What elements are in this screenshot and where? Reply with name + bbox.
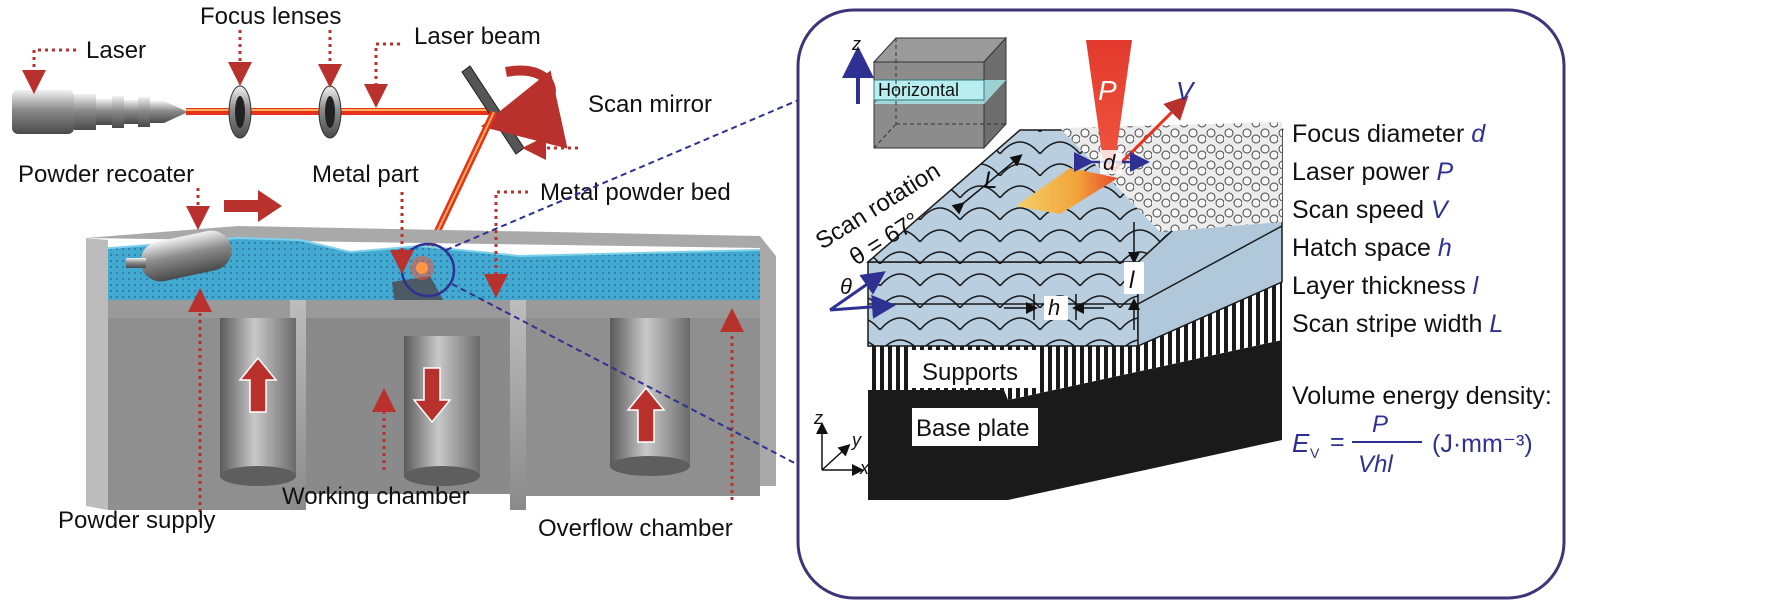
- theta-arrow-2: [829, 271, 886, 312]
- laser-source: [12, 90, 188, 134]
- working-down-arrow: [412, 367, 452, 424]
- laser-cone: [1086, 40, 1132, 168]
- parameter-item: Scan stripe width L: [1292, 310, 1503, 338]
- energy-denominator: Vhl: [1358, 451, 1393, 478]
- focus-lens-1: [228, 85, 252, 139]
- recoater-direction-arrow: [224, 190, 282, 222]
- base-plate: [868, 340, 1282, 500]
- parameter-item: Focus diameter d: [1292, 120, 1486, 148]
- process-inset: Horizontal z Base plate Supports: [796, 8, 1566, 600]
- focus-lens-2: [318, 85, 342, 139]
- axis-x-label: x: [859, 458, 870, 478]
- power-symbol: P: [1098, 75, 1117, 106]
- parameter-item: Laser power P: [1292, 158, 1454, 186]
- energy-unit: (J·mm⁻³): [1432, 430, 1533, 458]
- laser-label: Laser: [86, 37, 146, 64]
- hatch-symbol: h: [1048, 295, 1060, 320]
- laser-beam-label: Laser beam: [414, 23, 541, 50]
- base-plate-label: Base plate: [916, 415, 1029, 442]
- xyz-axes: [816, 422, 864, 476]
- working-chamber-piston: [404, 336, 480, 486]
- parameter-item: Scan speed V: [1292, 196, 1450, 224]
- energy-lhs-subscript: V: [1310, 445, 1320, 461]
- zoom-connector-top: [445, 95, 809, 251]
- metal-part-label: Metal part: [312, 161, 419, 188]
- theta-arrow-1: [829, 294, 896, 319]
- energy-numerator: P: [1372, 411, 1388, 438]
- energy-lhs: E: [1292, 428, 1310, 458]
- energy-equals: =: [1330, 428, 1345, 456]
- scan-mirror-label: Scan mirror: [588, 91, 712, 118]
- layer-symbol: l: [1129, 267, 1135, 294]
- supply-up-arrow: [238, 356, 278, 413]
- z-axis-top-label: z: [851, 34, 861, 54]
- mirror-rotation-arrow: [480, 65, 568, 149]
- horizontal-label: Horizontal: [878, 80, 959, 100]
- energy-title: Volume energy density:: [1292, 382, 1552, 410]
- focus-diameter-symbol: d: [1103, 150, 1116, 175]
- overflow-up-arrow: [626, 386, 666, 443]
- orientation-cube: [872, 36, 1008, 150]
- axis-z-label: z: [813, 408, 823, 428]
- axis-y-label: y: [850, 430, 862, 450]
- stripe-width-marker: [951, 154, 1023, 215]
- zoom-connector-bottom: [451, 283, 809, 471]
- slm-machine: Laser Focus lenses Laser beam Scan mirro…: [12, 3, 776, 542]
- parameter-list: Focus diameter d Laser power P Scan spee…: [1292, 120, 1503, 338]
- theta-symbol: θ: [840, 274, 852, 299]
- powder-recoater: [126, 230, 232, 282]
- melt-track: [1016, 168, 1118, 214]
- metal-powder-bed-label: Metal powder bed: [540, 179, 731, 206]
- pointer-arrows: [22, 30, 744, 512]
- energy-density-formula: Volume energy density: E V = P Vhl (J·mm…: [1292, 382, 1552, 478]
- parameter-item: Hatch space h: [1292, 234, 1452, 262]
- laser-beam-horizontal: [186, 108, 498, 115]
- focus-lenses-label: Focus lenses: [200, 3, 341, 30]
- parameter-item: Layer thickness l: [1292, 272, 1480, 300]
- powder-supply-label: Powder supply: [58, 507, 215, 534]
- stripe-width-symbol: L: [984, 167, 997, 194]
- powder-recoater-label: Powder recoater: [18, 161, 194, 188]
- overflow-chamber-label: Overflow chamber: [538, 515, 733, 542]
- working-chamber-label: Working chamber: [282, 483, 470, 510]
- supports-label: Supports: [922, 359, 1018, 386]
- velocity-symbol: V: [1176, 76, 1196, 106]
